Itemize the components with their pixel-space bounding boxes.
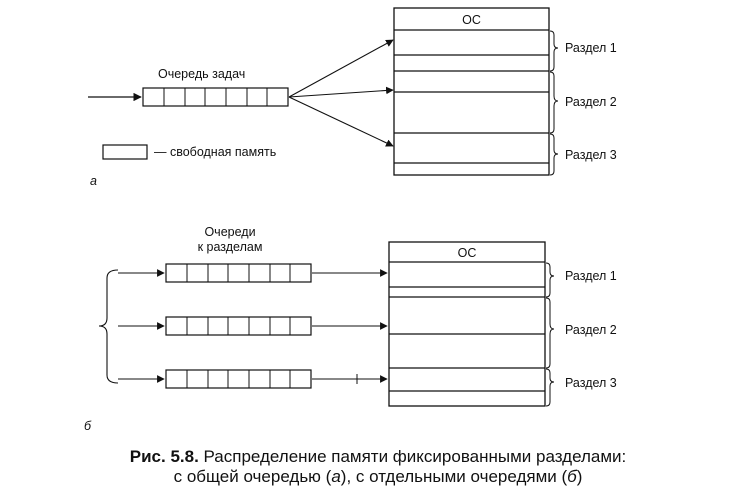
diagram-a bbox=[88, 7, 559, 176]
partition-3-brace bbox=[545, 368, 555, 407]
partition-1-label: Раздел 1 bbox=[565, 41, 617, 55]
arrow-to-partition-1 bbox=[288, 39, 394, 98]
queue-outline bbox=[165, 316, 312, 336]
queue-outline bbox=[142, 87, 289, 107]
caption-letter-a: а bbox=[331, 467, 341, 486]
caption-part1: с общей очередью ( bbox=[173, 467, 332, 486]
partition-1-brace bbox=[545, 262, 555, 298]
queue-outline bbox=[165, 369, 312, 389]
caption-part3: ) bbox=[576, 467, 583, 486]
partition-2-brace bbox=[545, 297, 555, 369]
figure-caption-line1: Рис. 5.8. Распределение памяти фиксирова… bbox=[0, 447, 756, 467]
partition-2-label: Раздел 2 bbox=[565, 323, 617, 337]
partition-2-label: Раздел 2 bbox=[565, 95, 617, 109]
arrow-to-partition-3 bbox=[288, 96, 394, 147]
free-memory-legend-box bbox=[102, 144, 148, 160]
partition-queue-3 bbox=[165, 369, 312, 389]
partition-2-brace bbox=[549, 71, 559, 134]
partition-3-brace bbox=[549, 133, 559, 176]
caption-title: Распределение памяти фиксированными разд… bbox=[203, 447, 627, 466]
panel-letter-b: б bbox=[84, 419, 92, 433]
arrow-to-partition-2 bbox=[288, 86, 394, 98]
input-brace bbox=[98, 269, 119, 384]
memory-outline bbox=[388, 241, 546, 407]
queues-label-line2: к разделам bbox=[197, 240, 263, 254]
os-label: ОС bbox=[457, 246, 477, 260]
partition-1-label: Раздел 1 bbox=[565, 269, 617, 283]
free-memory-legend-text: — свободная память bbox=[154, 145, 277, 159]
panel-letter-a: а bbox=[90, 174, 97, 188]
queues-label-line1: Очереди bbox=[204, 225, 256, 239]
caption-letter-b: б bbox=[567, 467, 577, 486]
memory-column-b bbox=[388, 241, 546, 407]
job-queue bbox=[142, 87, 289, 107]
os-label: ОС bbox=[462, 13, 481, 27]
caption-part2: ), с отдельными очередями ( bbox=[340, 467, 568, 486]
figure-caption-line2: с общей очередью (а), с отдельными очере… bbox=[0, 467, 756, 487]
figure-number: Рис. 5.8. bbox=[129, 447, 199, 466]
partition-1-brace bbox=[549, 30, 559, 72]
job-queue-label: Очередь задач bbox=[158, 67, 246, 81]
memory-column-a bbox=[393, 7, 550, 176]
queue-outline bbox=[165, 263, 312, 283]
partition-3-label: Раздел 3 bbox=[565, 376, 617, 390]
diagram-b bbox=[98, 241, 555, 407]
partition-3-label: Раздел 3 bbox=[565, 148, 617, 162]
partition-queue-2 bbox=[165, 316, 312, 336]
partition-queue-1 bbox=[165, 263, 312, 283]
